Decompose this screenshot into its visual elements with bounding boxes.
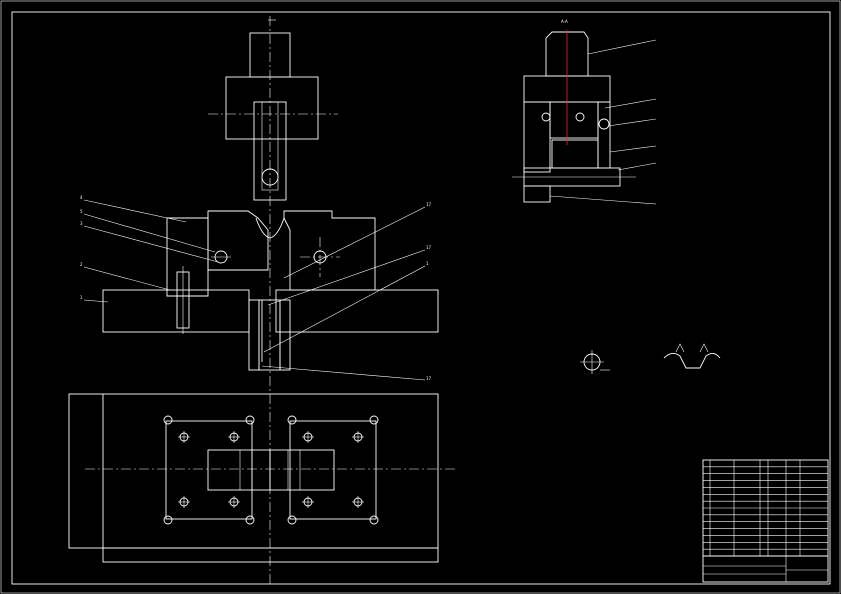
aa-pin-left <box>541 112 551 122</box>
left-plate-corner-tl <box>163 415 173 425</box>
plan-outer-plate <box>68 393 439 549</box>
callout-right-1: 17 <box>426 202 432 207</box>
aa-pin-mid <box>575 112 585 122</box>
right-plate-corner-tl <box>287 415 297 425</box>
center-die-block <box>207 210 269 271</box>
front-section-view[interactable]: 4 5 3 2 1 17 17 1 17 <box>80 16 439 585</box>
punch-slot <box>261 101 279 191</box>
callout-left-4: 2 <box>80 262 83 267</box>
right-plate-corner-bl <box>287 515 297 525</box>
right-leader-lines <box>261 206 426 381</box>
left-plate-corner-tr <box>245 415 255 425</box>
left-die-block <box>166 217 209 297</box>
callout-right-4: 17 <box>426 376 432 381</box>
plan-center-insert-right <box>269 449 335 491</box>
aa-leader-lines <box>549 39 657 205</box>
callout-right-2: 17 <box>426 245 432 250</box>
section-aa-label: A-A <box>561 19 568 24</box>
parts-list-columns <box>709 460 801 556</box>
ejector-rod <box>258 299 281 371</box>
left-leader-lines <box>83 199 219 303</box>
punch-pin-circle <box>261 168 279 186</box>
plan-left-die-plate <box>165 420 253 520</box>
die-cavity <box>255 217 285 239</box>
punch-holder-block <box>225 76 319 140</box>
left-plate-corner-br <box>245 515 255 525</box>
section-aa-view[interactable]: A-A <box>512 19 657 205</box>
aa-body-left <box>523 101 551 173</box>
callout-left-2: 5 <box>80 209 83 214</box>
aa-body-right <box>597 101 611 169</box>
ejector-sleeve-right <box>279 299 291 371</box>
inner-drawing-frame <box>11 11 831 585</box>
aa-body-mid <box>549 101 599 139</box>
plan-base-lower <box>102 547 439 563</box>
parts-list-rows <box>703 466 828 550</box>
aa-pin-right <box>598 118 610 130</box>
right-plate-screw-holes <box>302 431 364 508</box>
top-plan-view[interactable] <box>68 393 455 563</box>
right-plate-corner-tr <box>369 415 379 425</box>
detail-symbol-left[interactable] <box>580 350 610 374</box>
left-plate-screw-holes <box>178 431 240 508</box>
title-block-frame <box>702 459 829 583</box>
plan-right-die-plate <box>289 420 377 520</box>
right-plate-corner-br <box>369 515 379 525</box>
callout-left-5: 1 <box>80 295 83 300</box>
base-plate-right <box>275 289 439 333</box>
ejector-sleeve <box>248 299 260 371</box>
aa-foot <box>523 185 551 203</box>
plan-center-insert-left <box>207 449 271 491</box>
left-plate-corner-bl <box>163 515 173 525</box>
title-block[interactable] <box>702 459 829 583</box>
callout-left-1: 4 <box>80 195 83 200</box>
right-die-block <box>283 210 376 291</box>
detail-symbol-right[interactable] <box>663 343 721 369</box>
callout-right-3: 1 <box>426 261 429 266</box>
callout-left-3: 3 <box>80 221 83 226</box>
aa-cavity <box>551 139 599 169</box>
